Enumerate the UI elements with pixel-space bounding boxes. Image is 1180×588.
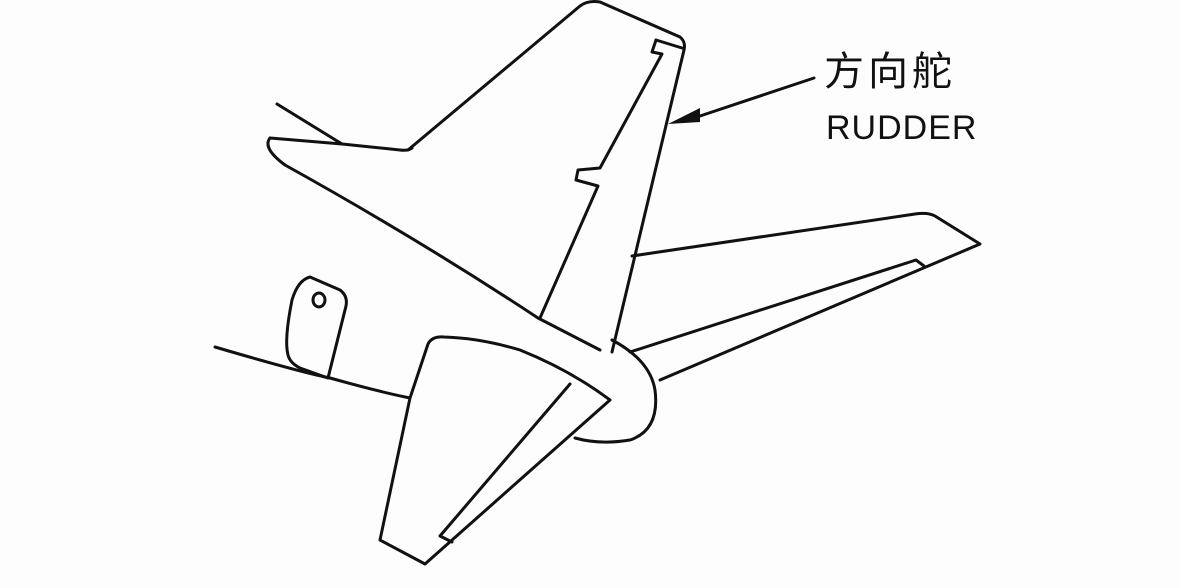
- left-elevator: [438, 382, 572, 544]
- right-elevator: [628, 258, 926, 354]
- rudder-top-cap: [654, 38, 684, 50]
- rudder-label-english: RUDDER: [826, 109, 978, 147]
- right-horizontal-stabilizer: [630, 211, 982, 382]
- rudder-hinge-line: [538, 38, 664, 320]
- rudder-label-chinese: 方向舵: [824, 49, 956, 95]
- access-door-latch: [311, 291, 327, 309]
- fuselage-lower-line: [213, 345, 412, 400]
- left-horizontal-stabilizer: [378, 335, 612, 566]
- vertical-stabilizer: [266, 0, 686, 354]
- callout-leader-line: [698, 76, 816, 118]
- tail-cone: [573, 338, 658, 444]
- callout-arrowhead: [668, 108, 700, 124]
- access-door: [285, 275, 348, 380]
- fuselage-top-line: [275, 102, 344, 146]
